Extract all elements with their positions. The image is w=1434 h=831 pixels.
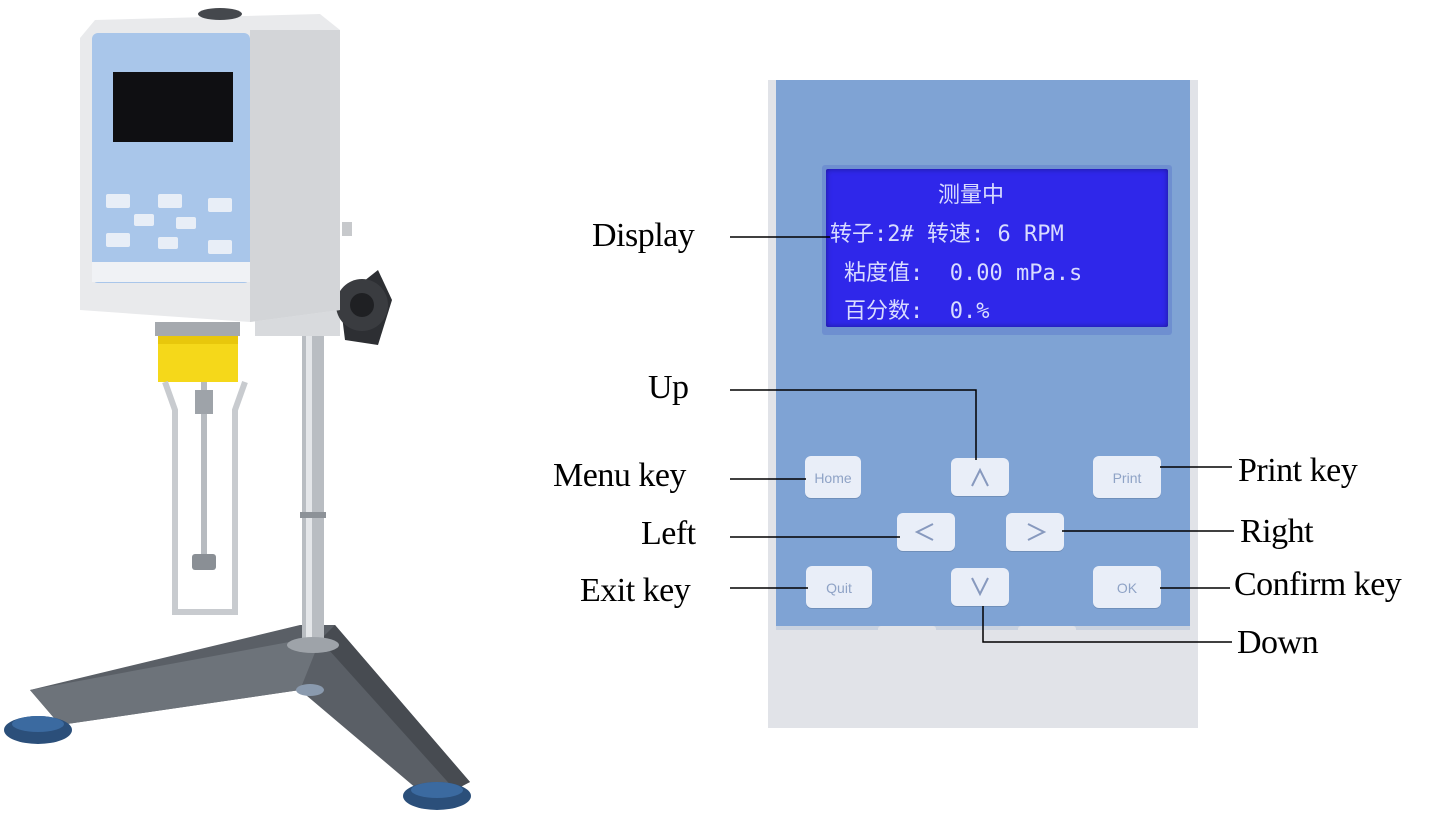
lcd-line-viscosity: 粘度值: 0.00 mPa.s xyxy=(844,261,1083,286)
panel-edge xyxy=(776,626,1190,630)
chevron-right-icon xyxy=(1027,523,1047,541)
chevron-up-icon xyxy=(971,467,989,487)
label-down: Down xyxy=(1237,624,1319,661)
lcd-display: 测量中 转子:2# 转速: 6 RPM 粘度值: 0.00 mPa.s 百分数:… xyxy=(826,169,1168,327)
panel-notch xyxy=(1018,626,1076,636)
panel-notch xyxy=(878,626,936,636)
label-left: Left xyxy=(641,515,696,552)
label-right: Right xyxy=(1240,513,1314,550)
down-arrow-button[interactable] xyxy=(951,568,1009,606)
chevron-down-icon xyxy=(971,577,989,597)
label-display: Display xyxy=(592,217,695,254)
ok-button[interactable]: OK xyxy=(1093,566,1161,608)
device-body xyxy=(80,8,340,322)
up-arrow-button[interactable] xyxy=(951,458,1009,496)
lcd-line-status: 测量中 xyxy=(938,183,1005,208)
lcd-line-percent: 百分数: 0.% xyxy=(844,299,990,324)
tripod-base xyxy=(4,625,471,810)
support-column xyxy=(287,320,339,653)
lcd-line-rotor-speed: 转子:2# 转速: 6 RPM xyxy=(830,222,1064,247)
label-confirm-key: Confirm key xyxy=(1234,566,1402,603)
left-arrow-button[interactable] xyxy=(897,513,955,551)
home-button[interactable]: Home xyxy=(805,456,861,498)
label-up: Up xyxy=(648,369,689,406)
panel-face xyxy=(776,80,1190,628)
chevron-left-icon xyxy=(914,523,934,541)
print-button[interactable]: Print xyxy=(1093,456,1161,498)
label-print-key: Print key xyxy=(1238,452,1358,489)
label-exit-key: Exit key xyxy=(580,572,691,609)
right-arrow-button[interactable] xyxy=(1006,513,1064,551)
rotor-assembly xyxy=(155,322,248,615)
label-menu-key: Menu key xyxy=(553,457,686,494)
viscometer-device-image xyxy=(4,8,471,810)
quit-button[interactable]: Quit xyxy=(806,566,872,608)
